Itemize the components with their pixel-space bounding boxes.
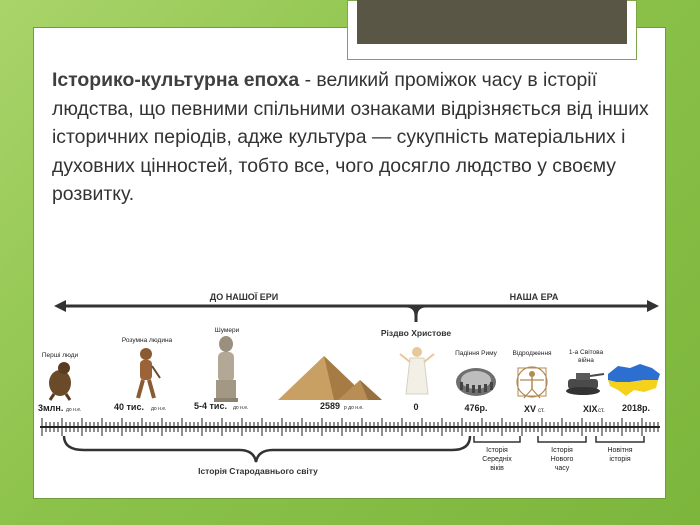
event-date-sumerians: 5-4 тис.	[194, 401, 227, 411]
period-middle-ages-2: Середніх	[482, 455, 512, 463]
event-date-pyramids: 2589	[320, 401, 340, 411]
bce-era-label: ДО НАШОЇ ЕРИ	[210, 292, 278, 302]
event-label-homo-sapiens: Розумна людина	[122, 337, 173, 344]
period-contemporary-1: Новітня	[607, 446, 632, 454]
period-ancient: Історія Стародавнього світу	[198, 466, 318, 476]
contemporary-period-brace	[595, 436, 645, 443]
event-date-homo-sapiens: 40 тис.	[114, 402, 144, 412]
definition-paragraph: Історико-культурна епоха - великий промі…	[52, 66, 662, 209]
era-arrow	[54, 300, 659, 322]
event-label-sumerians: Шумери	[215, 327, 240, 334]
event-date-fall-of-rome: 476р.	[464, 403, 487, 413]
homo-sapiens-icon	[136, 348, 161, 399]
event-label-ww1-war: війна	[578, 356, 594, 364]
period-middle-ages-1: Історія	[486, 446, 508, 454]
event-date-ww1: XIX	[583, 404, 598, 414]
christmas-label: Різдво Христове	[381, 328, 451, 338]
pyramids-icon	[278, 356, 382, 400]
event-unit-homo-sapiens: до н.е.	[151, 406, 166, 412]
event-label-ww1: 1-а Світова	[569, 348, 604, 356]
period-modern-3: часу	[555, 465, 570, 472]
colosseum-icon	[456, 368, 496, 396]
tank-icon	[566, 373, 605, 395]
event-date-renaissance: XV	[524, 404, 536, 414]
ce-era-label: НАША ЕРА	[510, 292, 559, 302]
ancient-period-brace	[62, 435, 472, 463]
event-label-first-humans: Перші люди	[42, 351, 79, 359]
period-middle-ages-3: віків	[490, 464, 504, 472]
middle-ages-brace	[473, 436, 521, 443]
period-modern-2: Нового	[551, 456, 574, 463]
event-label-renaissance: Відродження	[512, 349, 552, 357]
period-contemporary-2: історія	[609, 455, 631, 463]
sumerian-statue-icon	[214, 336, 238, 402]
event-date-year-zero: 0	[413, 402, 418, 412]
period-modern-1: Історія	[551, 446, 573, 454]
decorative-title-bar	[357, 0, 627, 44]
event-unit-first-humans: до н.е.	[66, 407, 81, 413]
event-date-2018: 2018р.	[622, 403, 650, 413]
vitruvian-man-icon	[516, 366, 548, 399]
event-label-fall-of-rome: Падіння Риму	[455, 349, 498, 357]
christ-figure-icon	[399, 347, 435, 395]
history-timeline: ДО НАШОЇ ЕРИ НАША ЕРА Різдво Христове Пе…	[34, 276, 665, 498]
definition-term: Історико-культурна епоха	[52, 69, 300, 91]
modern-period-brace	[537, 436, 587, 443]
timeline-ruler	[40, 418, 660, 436]
early-human-icon	[48, 362, 72, 401]
event-unit-renaissance: ст.	[538, 408, 545, 414]
event-unit-pyramids: р до н.е.	[344, 405, 364, 411]
definition-body: - великий проміжок часу в історії людств…	[52, 69, 649, 205]
ukraine-map-icon	[608, 364, 660, 396]
event-date-first-humans: 3млн.	[38, 403, 63, 413]
event-unit-sumerians: до н.е.	[233, 405, 248, 411]
event-unit-ww1: ст.	[598, 408, 605, 414]
